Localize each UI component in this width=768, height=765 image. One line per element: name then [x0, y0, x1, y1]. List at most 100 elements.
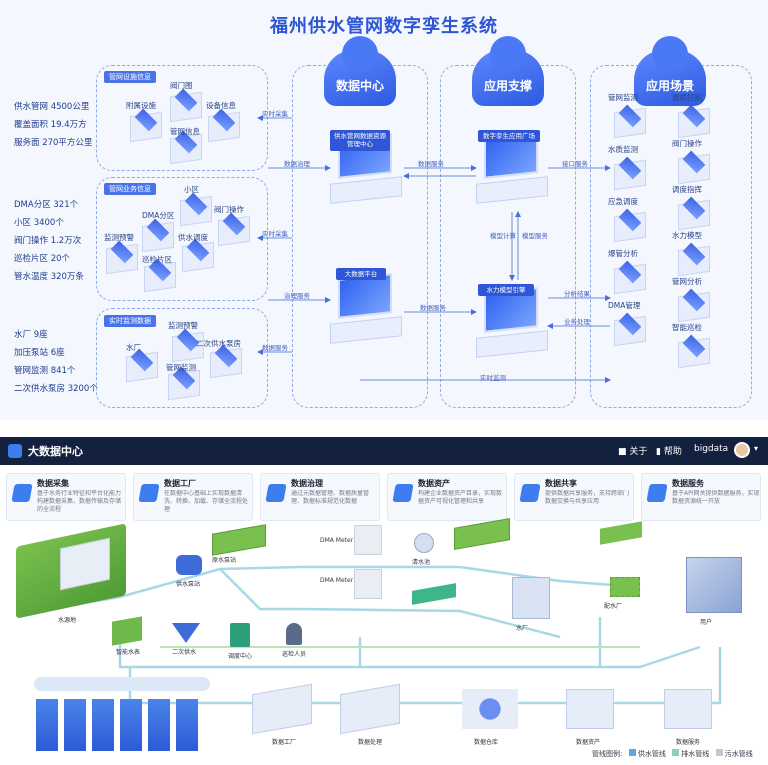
flow-label: DMA Meter — [320, 537, 354, 544]
scenario-box — [614, 260, 646, 295]
flow-label: 用户 — [700, 619, 713, 626]
card-title: 数据服务 — [672, 479, 704, 488]
station-screen — [566, 689, 614, 729]
stat: 加压泵站 6座 — [14, 348, 65, 358]
card-icon — [11, 484, 33, 502]
dispatch-server — [230, 623, 250, 647]
flow-label: 智能水表 — [116, 649, 141, 656]
top-navbar: 大数据中心 ■ 关于 ▮ 帮助 bigdata ▾ — [0, 437, 768, 465]
legend-swatch — [715, 749, 723, 756]
panel-realtime — [96, 308, 268, 408]
flow-label: 巡检人员 — [282, 651, 307, 658]
scenario-label: DMA管理 — [608, 301, 641, 310]
arrow-label: 实时监测 — [480, 374, 506, 382]
green-zone — [610, 577, 640, 597]
valve-building — [354, 569, 382, 599]
stat: 覆盖面积 19.4万方 — [14, 120, 87, 130]
asset-label: 管网监测 — [166, 363, 196, 372]
asset-label: 供水调度 — [178, 233, 208, 242]
flow-label: 二次供水 — [172, 649, 197, 656]
asset-label: 管网信息 — [170, 127, 200, 136]
digital-twin-diagram: 福州供水管网数字孪生系统 供水管网 4500公里 覆盖面积 19.4万方 服务面… — [0, 0, 768, 420]
scenario-box — [614, 208, 646, 243]
arrow-label: 治理服务 — [284, 292, 310, 300]
scenario-label: 调度指挥 — [672, 185, 702, 194]
staff-person — [286, 623, 302, 645]
diagram-title: 福州供水管网数字孪生系统 — [270, 16, 498, 37]
legend-item: 排水管线 — [681, 750, 710, 758]
asset-label: 阀门图 — [170, 81, 193, 90]
legend-title: 管线图例: — [592, 750, 623, 758]
legend-item: 污水管线 — [724, 750, 753, 758]
card-desc: 基于水务行业特征和平台化能力构建数据采集、数据传输及存储的全流程 — [37, 490, 122, 514]
stat: 巡检片区 20个 — [14, 254, 71, 264]
scenario-label: 水质监测 — [608, 145, 638, 154]
scenario-box — [614, 312, 646, 347]
card-desc: 基于API网关提供数据服务，实现数据资源统一开放 — [672, 490, 760, 506]
stat: 服务面 270平方公里 — [14, 138, 93, 148]
feature-card[interactable]: 数据服务基于API网关提供数据服务，实现数据资源统一开放 — [641, 473, 761, 521]
card-icon — [646, 484, 668, 502]
arrow-label: 数据服务 — [420, 304, 446, 312]
feature-card[interactable]: 数据采集基于水务行业特征和平台化能力构建数据采集、数据传输及存储的全流程 — [6, 473, 126, 521]
card-desc: 构建企业数据资产目录，实现数据资产可视化管理和共享 — [418, 490, 503, 506]
asset-label: 设备信息 — [206, 101, 236, 110]
user-name[interactable]: bigdata — [694, 444, 729, 454]
valve-building — [354, 525, 382, 555]
arrow-label: 业务处理 — [564, 318, 590, 326]
device-caption: 供水管网数据资源管理中心 — [330, 130, 390, 151]
asset-label: 监测预警 — [168, 321, 198, 330]
arrow-label: 数据治理 — [284, 160, 310, 168]
arrow-label: 模型计算 — [490, 232, 516, 240]
bottom-label: 数据处理 — [358, 739, 383, 746]
scenario-box — [678, 288, 710, 323]
water-flow-pipes — [59, 565, 722, 705]
card-title: 数据共享 — [545, 479, 577, 488]
chevron-down-icon[interactable]: ▾ — [754, 444, 759, 453]
card-title: 数据治理 — [291, 479, 323, 488]
legend-item: 供水管线 — [637, 750, 666, 758]
pump-station — [176, 555, 202, 575]
card-title: 数据资产 — [418, 479, 450, 488]
card-desc: 在数据中心基础上实现数据清洗、转换、加载、存储全流程处理 — [164, 490, 249, 514]
stat: 水厂 9座 — [14, 330, 48, 340]
data-column — [64, 699, 86, 751]
scenario-label: 阀门操作 — [672, 139, 702, 148]
stat: 阀门操作 1.2万次 — [14, 236, 82, 246]
feature-card[interactable]: 数据治理通过元数据管理、数据质量管理、数据标准规范化数据 — [260, 473, 380, 521]
scenario-label: 应急调度 — [608, 197, 638, 206]
stat: 管水温度 320万条 — [14, 272, 84, 282]
arrow-label: 接口服务 — [562, 160, 588, 168]
arrow-label: 实时采集 — [262, 110, 288, 118]
data-column — [120, 699, 142, 751]
feature-card[interactable]: 数据资产构建企业数据资产目录，实现数据资产可视化管理和共享 — [387, 473, 507, 521]
scenario-box — [614, 104, 646, 139]
scenario-label: 管网分析 — [672, 277, 702, 286]
panel-tag: 管网设施信息 — [104, 71, 156, 83]
data-column — [92, 699, 114, 751]
stat: 管网监测 841个 — [14, 366, 76, 376]
asset-label: 附属设施 — [126, 101, 156, 110]
flow-label: 水源地 — [58, 617, 77, 624]
stat: DMA分区 321个 — [14, 200, 79, 210]
flow-label: DMA Meter — [320, 577, 354, 584]
nav-help-link[interactable]: ▮ 帮助 — [656, 447, 682, 457]
feature-card[interactable]: 数据工厂在数据中心基础上实现数据清洗、转换、加载、存储全流程处理 — [133, 473, 253, 521]
big-data-dashboard: 大数据中心 ■ 关于 ▮ 帮助 bigdata ▾ 数据采集基于水务行业特征和平… — [0, 437, 768, 765]
arrow-label: 实时采集 — [262, 230, 288, 238]
avatar[interactable] — [734, 442, 750, 458]
bottom-label: 数据工厂 — [272, 739, 297, 746]
scenario-box — [678, 334, 710, 369]
asset-label: DMA分区 — [142, 211, 175, 220]
scenario-label: 管网监测 — [608, 93, 638, 102]
nav-about-link[interactable]: ■ 关于 — [618, 447, 648, 457]
flow-label: 原水泵站 — [212, 557, 237, 564]
scenario-box — [614, 156, 646, 191]
platform-strip — [34, 677, 210, 691]
panel-tag: 实时监测数据 — [104, 315, 156, 327]
feature-card[interactable]: 数据共享提供数据共享服务，支持跨部门数据交换与共享应用 — [514, 473, 634, 521]
scenario-label: 水力模型 — [672, 231, 702, 240]
arrow-label: 数据服务 — [418, 160, 444, 168]
stat: 供水管网 4500公里 — [14, 102, 90, 112]
